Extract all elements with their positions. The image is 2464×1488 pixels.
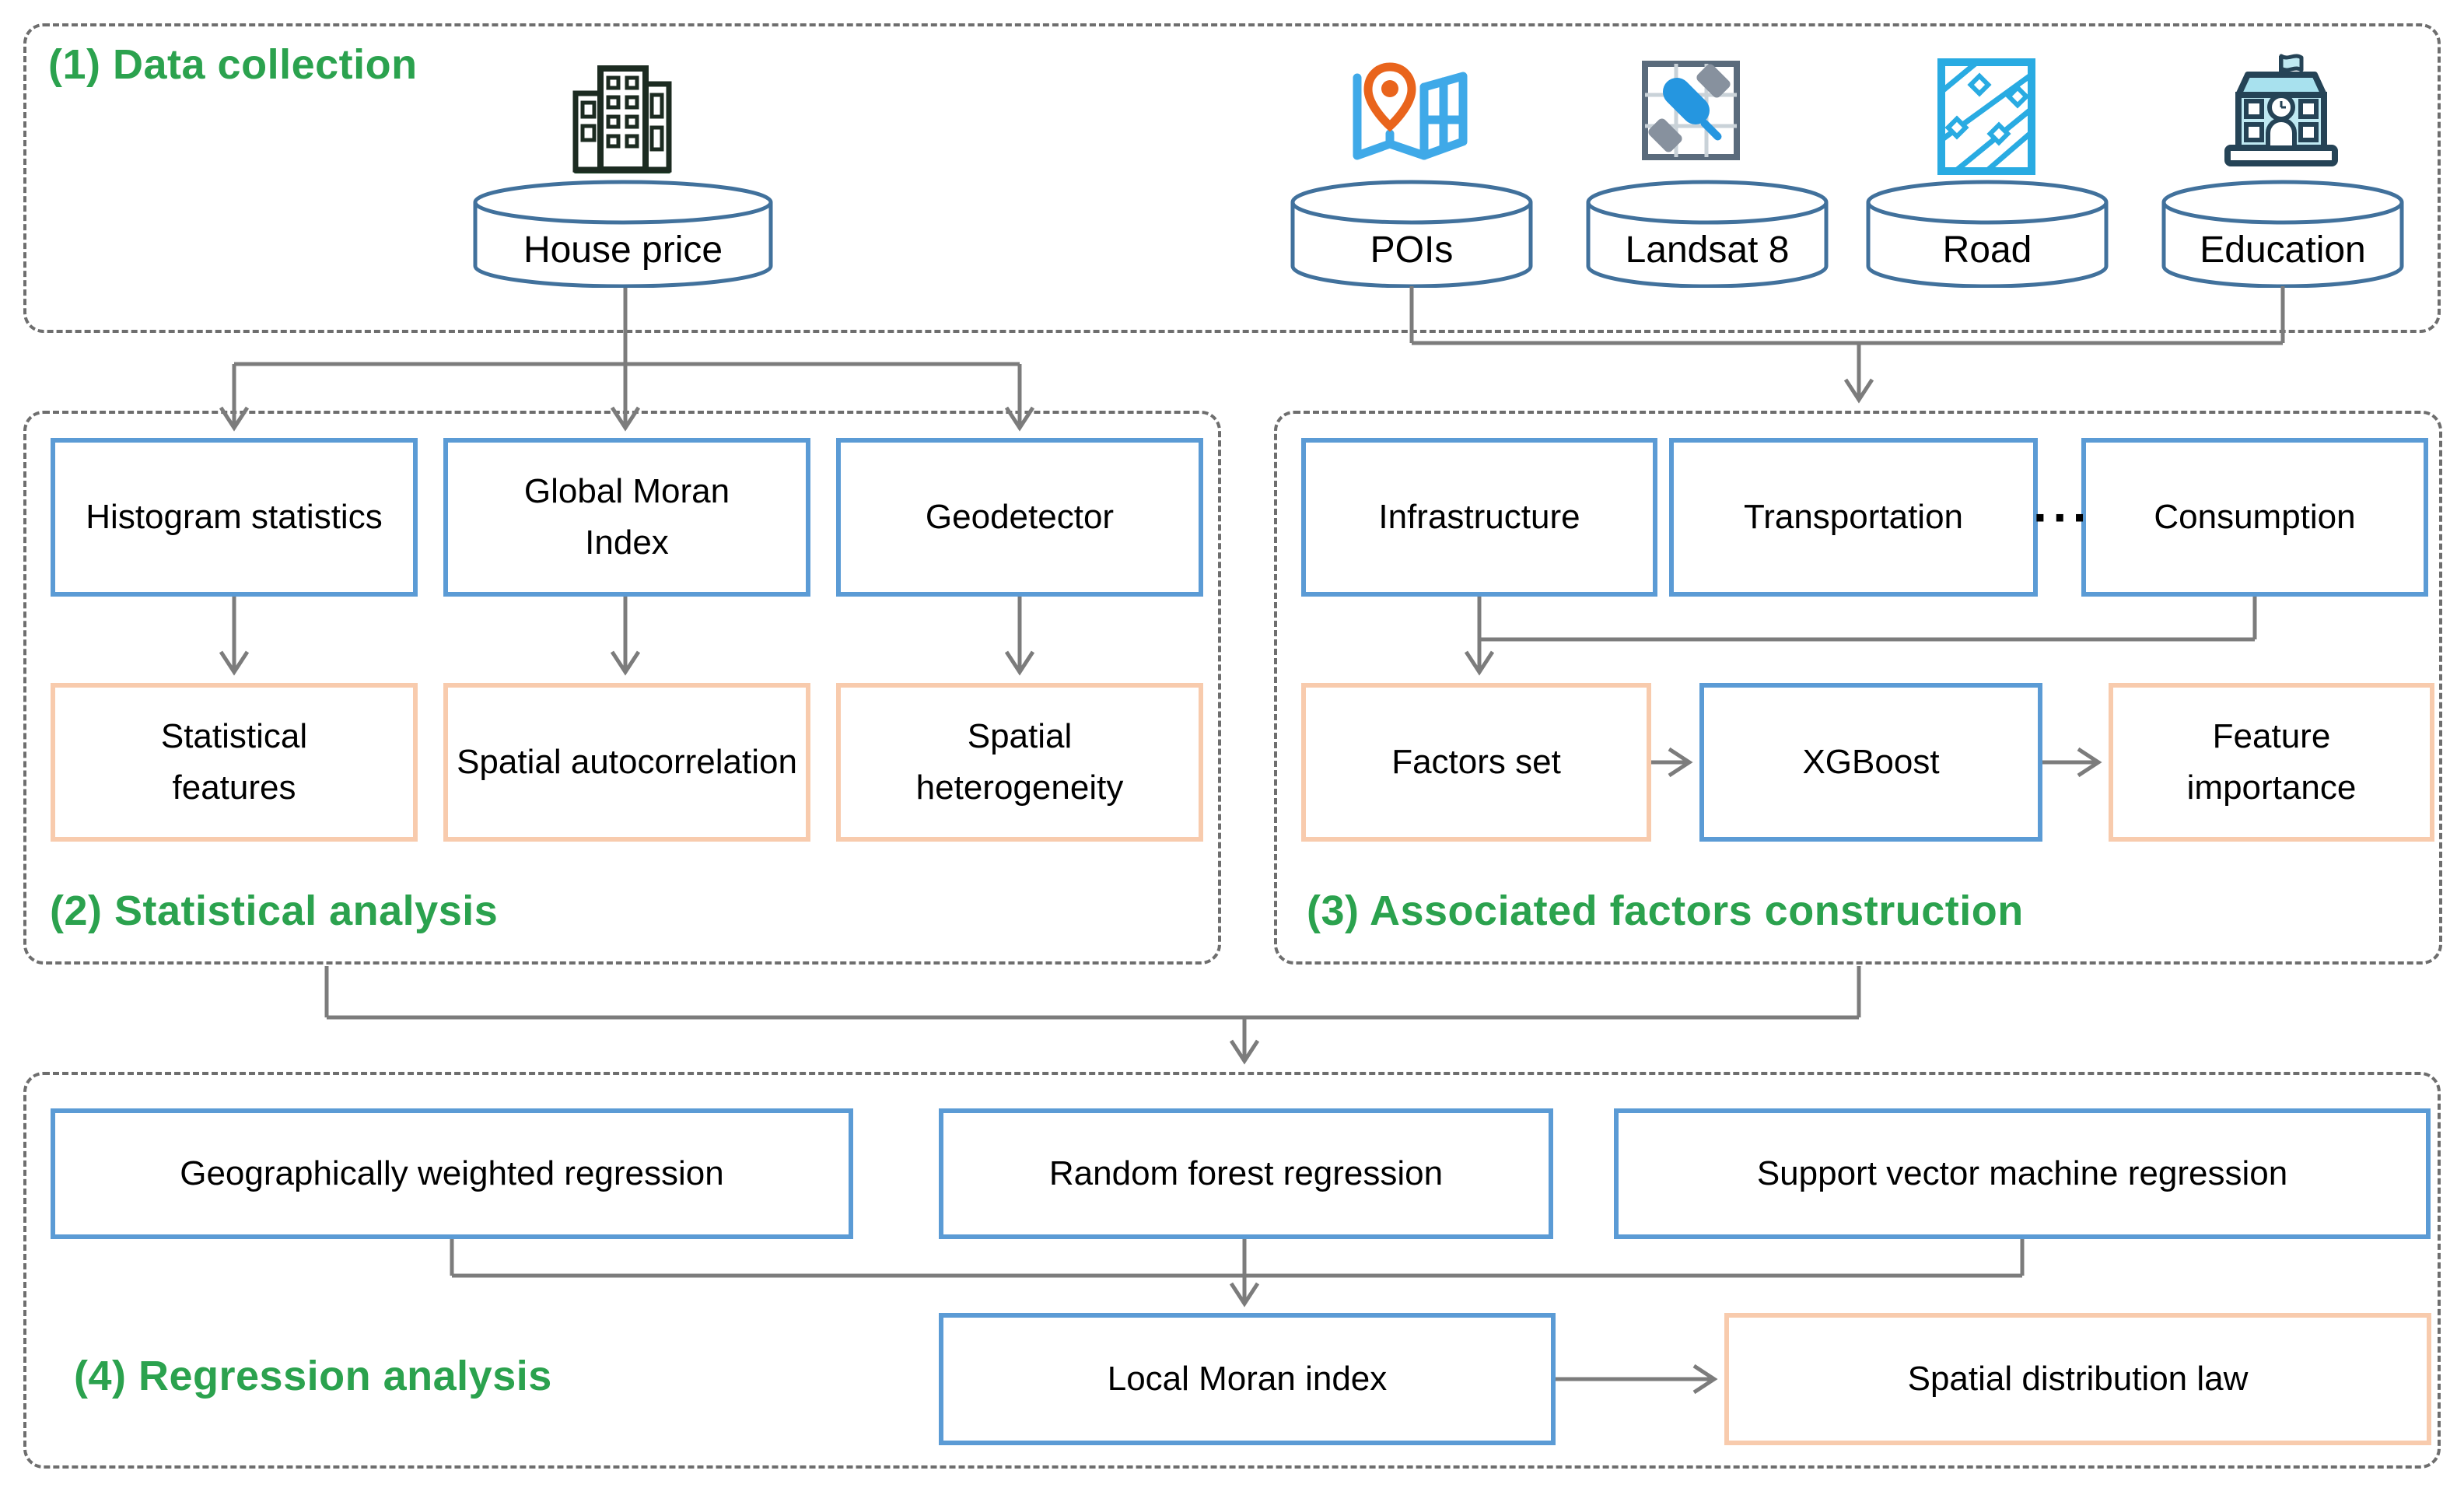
output-box-statistical-features: Statistical features — [51, 683, 418, 842]
section-title-regression-analysis: (4) Regression analysis — [74, 1353, 552, 1399]
section-title-data-collection: (1) Data collection — [48, 41, 418, 88]
cylinder-shape — [1866, 180, 2109, 289]
pipeline-box-factors-set: Factors set — [1301, 683, 1651, 842]
result-box-spatial-distribution-law: Spatial distribution law — [1724, 1313, 2431, 1445]
factor-box-infrastructure: Infrastructure — [1301, 438, 1657, 597]
result-box-local-moran-index: Local Moran index — [939, 1313, 1556, 1445]
section-box-regression-analysis — [23, 1072, 2441, 1469]
datastore-education: Education — [2161, 179, 2405, 289]
output-box-spatial-heterogeneity: Spatial heterogeneity — [836, 683, 1203, 842]
method-box-geodetector: Geodetector — [836, 438, 1203, 597]
cylinder-shape — [473, 180, 773, 289]
pipeline-box-xgboost: XGBoost — [1699, 683, 2042, 842]
model-box-svm: Support vector machine regression — [1614, 1108, 2431, 1239]
model-box-gwr: Geographically weighted regression — [51, 1108, 853, 1239]
factor-box-consumption: Consumption — [2081, 438, 2428, 597]
dataset-label-road: Road — [1942, 229, 2032, 271]
factor-box-transportation: Transportation — [1669, 438, 2038, 597]
method-box-histogram-statistics: Histogram statistics — [51, 438, 418, 597]
map-location-pin-icon — [1349, 62, 1470, 171]
cylinder-shape — [2161, 180, 2404, 289]
datastore-pois: POIs — [1290, 179, 1534, 289]
section-title-factors-construction: (3) Associated factors construction — [1307, 888, 2024, 934]
pipeline-box-feature-importance: Feature importance — [2109, 683, 2434, 842]
section-box-data-collection — [23, 23, 2441, 333]
dataset-label-pois: POIs — [1370, 229, 1454, 271]
school-building-icon — [2223, 50, 2340, 172]
section-title-statistical-analysis: (2) Statistical analysis — [50, 888, 499, 934]
dataset-label-landsat8: Landsat 8 — [1625, 229, 1790, 271]
city-buildings-icon — [552, 56, 692, 180]
ellipsis-more-factors: ··· — [2033, 489, 2092, 545]
cylinder-shape — [1290, 180, 1533, 289]
model-box-random-forest: Random forest regression — [939, 1108, 1553, 1239]
section-box-factors-construction — [1274, 411, 2442, 965]
output-box-spatial-autocorrelation: Spatial autocorrelation — [443, 683, 810, 842]
datastore-road: Road — [1865, 179, 2109, 289]
dataset-label-education: Education — [2200, 229, 2366, 271]
dataset-label-house-price: House price — [523, 229, 723, 271]
satellite-image-icon — [1629, 59, 1750, 166]
road-network-icon — [1937, 58, 2036, 180]
method-box-global-moran-index: Global Moran Index — [443, 438, 810, 597]
cylinder-shape — [1586, 180, 1829, 289]
datastore-landsat8: Landsat 8 — [1585, 179, 1829, 289]
datastore-house-price: House price — [472, 179, 774, 289]
